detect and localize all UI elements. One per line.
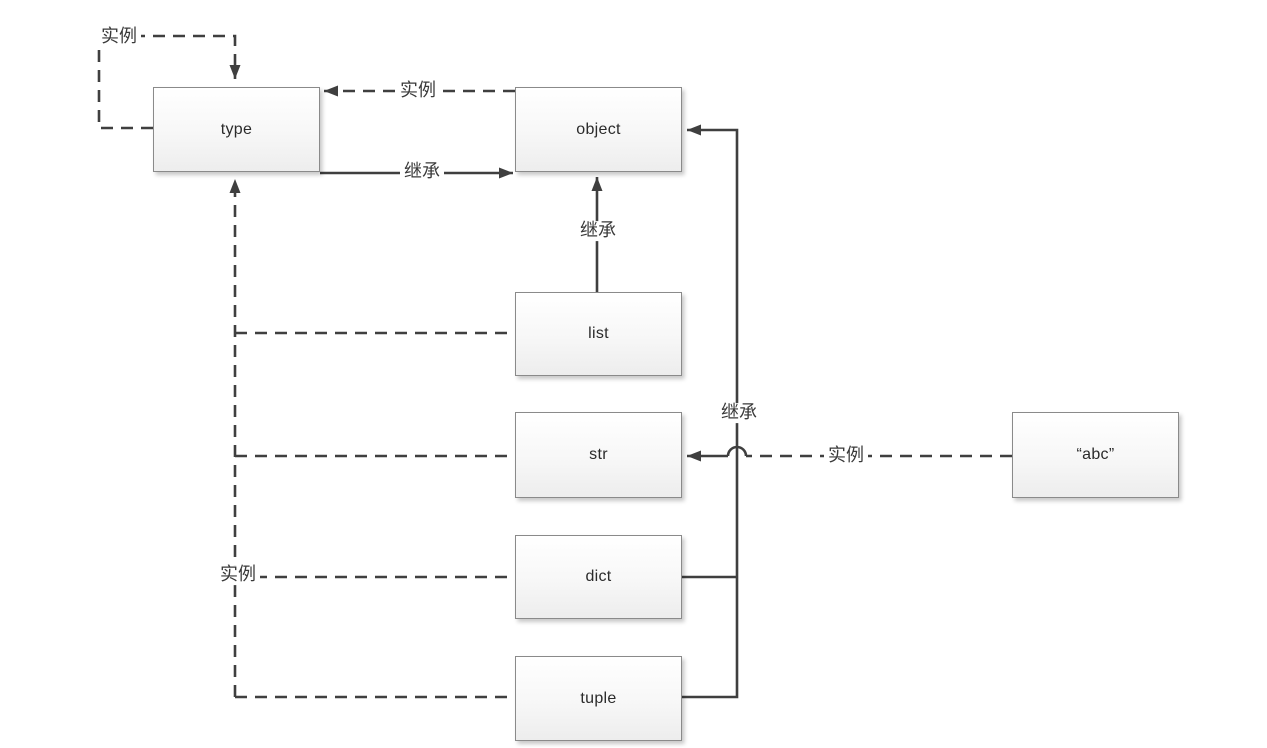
node-list: list — [515, 292, 682, 376]
edge-label-list-to-object-inherit: 继承 — [576, 221, 620, 241]
edge-label-object-to-type-instance: 实例 — [396, 81, 440, 101]
edge-label-type-instances: 实例 — [216, 565, 260, 585]
edge-label-subtypes-inherit: 继承 — [717, 403, 761, 423]
node-abc: “abc” — [1012, 412, 1179, 498]
edge-label-abc-to-str-instance: 实例 — [824, 446, 868, 466]
node-type: type — [153, 87, 320, 172]
edge-label-type-self-instance: 实例 — [97, 27, 141, 47]
node-object: object — [515, 87, 682, 172]
node-str: str — [515, 412, 682, 498]
edge-label-type-to-object-inherit: 继承 — [400, 162, 444, 182]
node-tuple: tuple — [515, 656, 682, 741]
node-dict: dict — [515, 535, 682, 619]
edge-abc-to-str-hop-arc — [726, 445, 748, 457]
